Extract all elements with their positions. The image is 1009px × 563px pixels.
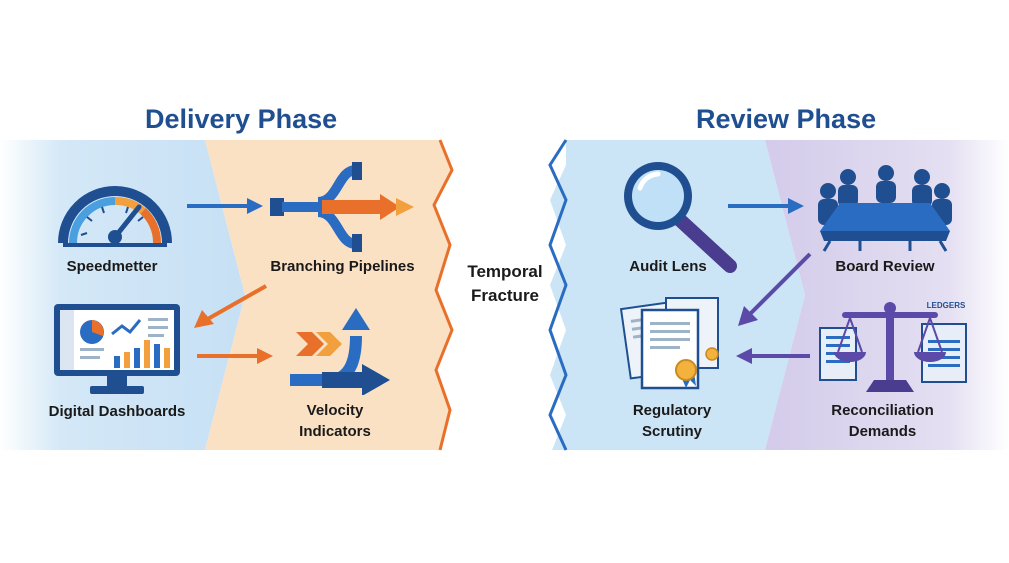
speedometer-label: Speedmetter [66, 258, 158, 275]
review-phase-title: Review Phase [696, 104, 877, 134]
dashboards-label: Digital Dashboards [48, 403, 186, 420]
branching-pipelines-icon [270, 162, 414, 252]
board-label: Board Review [835, 258, 935, 275]
arrow-diagonal-icon [738, 252, 812, 326]
regulatory-label-line1: Regulatory [632, 402, 712, 419]
arrow-right-icon [197, 348, 273, 364]
documents-icon [620, 297, 719, 390]
fracture-edge-right [548, 139, 568, 451]
speedometer-icon [58, 186, 172, 247]
fracture-label-line1: Temporal [467, 262, 543, 281]
ledger-tag: LEDGERS [926, 301, 966, 310]
reconciliation-label-line1: Reconciliation [831, 402, 934, 419]
arrow-right-icon [187, 198, 263, 214]
audit-label: Audit Lens [629, 258, 707, 275]
magnifier-icon [624, 162, 737, 273]
fracture-edge-left [432, 139, 454, 451]
velocity-indicators-icon [290, 308, 390, 395]
arrow-left-icon [736, 348, 810, 364]
arrow-right-icon [728, 198, 804, 214]
scales-ledgers-icon [819, 302, 967, 392]
delivery-phase-title: Delivery Phase [145, 104, 338, 134]
reconciliation-label-line2: Demands [848, 423, 917, 440]
arrow-diagonal-icon [194, 284, 267, 328]
fracture-label-line2: Fracture [470, 286, 540, 305]
panel-review-left [550, 140, 805, 450]
board-meeting-icon [818, 165, 952, 252]
regulatory-label-line2: Scrutiny [641, 423, 702, 440]
digital-dashboard-icon [54, 304, 180, 394]
velocity-label-line2: Indicators [299, 423, 371, 440]
velocity-label-line1: Velocity [306, 402, 364, 419]
panel-delivery-right [205, 140, 452, 450]
pipelines-label: Branching Pipelines [270, 258, 415, 275]
